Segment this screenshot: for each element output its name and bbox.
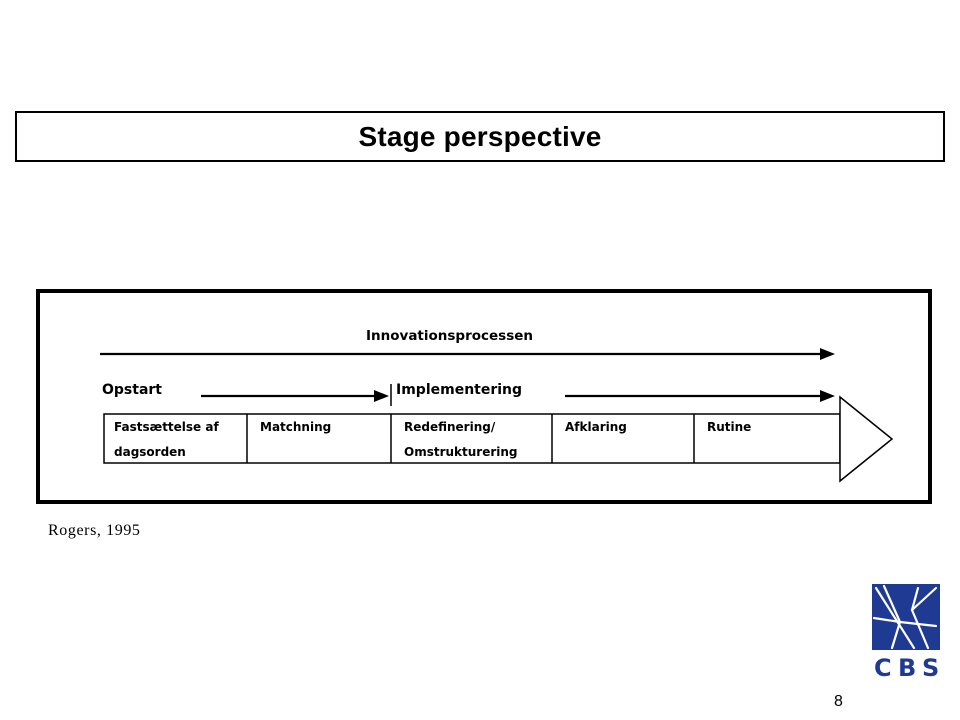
process-label: Innovationsprocessen	[366, 328, 534, 344]
implementering-arrow-head	[820, 390, 835, 402]
stage-label: Afklaring	[565, 415, 627, 440]
logo-letter: C	[874, 654, 892, 682]
stage-arrowhead	[839, 395, 894, 483]
phase-label-implementering: Implementering	[396, 382, 523, 398]
slide-title: Stage perspective	[358, 120, 602, 152]
stage-label-line: Afklaring	[565, 420, 627, 434]
cbs-logo: C B S	[870, 582, 942, 682]
stage-label: Rutine	[707, 415, 751, 440]
phase-label-opstart: Opstart	[102, 382, 162, 398]
stage-label-line: Redefinering/	[404, 420, 496, 434]
logo-letter: S	[922, 654, 939, 682]
stage-label: Matchning	[260, 415, 331, 440]
cbs-logo-mark: C B S	[872, 584, 940, 682]
page-number: 8	[834, 693, 843, 710]
process-arrow-head	[820, 348, 835, 360]
stage-label-line: Omstrukturering	[404, 445, 518, 459]
stage-label-line: Rutine	[707, 420, 752, 434]
logo-letter: B	[898, 654, 916, 682]
stage-label-line: Matchning	[260, 420, 332, 434]
stage-label: Fastsættelse af dagsorden	[114, 415, 219, 465]
title-box: Stage perspective	[15, 111, 945, 162]
citation: Rogers, 1995	[48, 522, 141, 539]
diagram-frame: Innovationsprocessen Opstart Implementer…	[36, 289, 932, 504]
stage-label: Redefinering/ Omstrukturering	[404, 415, 518, 465]
stage-label-line: Fastsættelse af	[114, 420, 219, 434]
opstart-arrow-head	[374, 390, 389, 402]
diagram-svg	[100, 348, 894, 483]
stage-label-line: dagsorden	[114, 445, 186, 459]
stage-bar	[103, 413, 841, 464]
